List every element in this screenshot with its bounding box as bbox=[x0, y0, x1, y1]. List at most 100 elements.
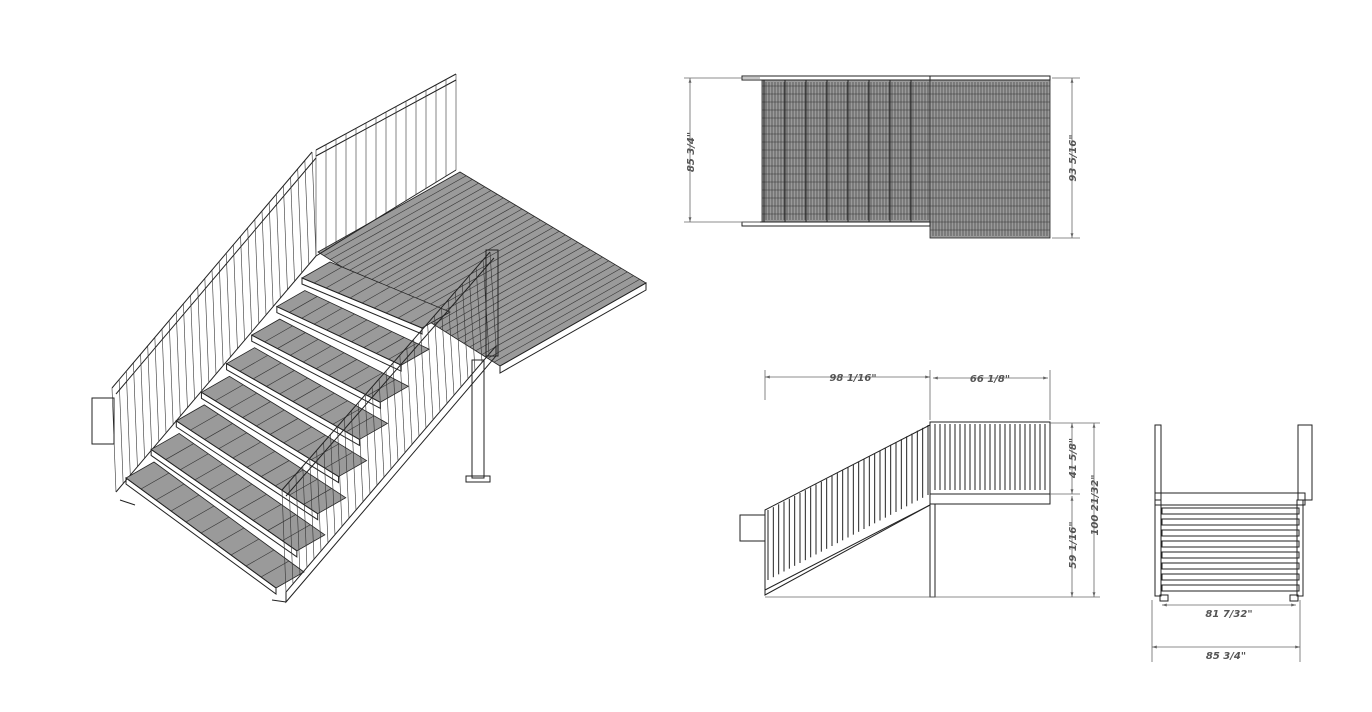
baluster bbox=[357, 402, 364, 502]
grating-bar bbox=[361, 286, 391, 304]
tread-nosing bbox=[175, 419, 319, 521]
tread-front bbox=[1161, 529, 1300, 537]
grating-bar bbox=[397, 301, 427, 319]
grating-bar bbox=[378, 208, 523, 291]
tread-front bbox=[1161, 540, 1300, 548]
tread-nosing bbox=[125, 477, 277, 595]
dim-stair-run: 98 1/16" bbox=[829, 373, 876, 384]
grating-bar bbox=[190, 413, 219, 431]
grating-bar bbox=[463, 260, 609, 344]
baluster bbox=[161, 328, 167, 434]
grating-bar bbox=[283, 426, 312, 444]
baluster bbox=[197, 286, 203, 391]
baluster bbox=[351, 410, 357, 511]
grating-bar bbox=[329, 179, 473, 260]
grating-bar bbox=[214, 384, 244, 401]
grating-bar bbox=[349, 281, 379, 299]
grating-bar bbox=[200, 516, 230, 534]
top-rail-right bbox=[741, 221, 931, 227]
dim-landing-length: 66 1/8" bbox=[970, 374, 1010, 385]
tread-front bbox=[1161, 518, 1300, 526]
baluster bbox=[344, 418, 350, 519]
grating-bar bbox=[433, 242, 578, 325]
grating-bar bbox=[245, 549, 275, 567]
grating-bar bbox=[323, 175, 467, 257]
grating-bar bbox=[289, 296, 318, 313]
baluster bbox=[140, 354, 145, 459]
grating-bar bbox=[451, 253, 597, 336]
baluster bbox=[337, 426, 343, 527]
grating-bar bbox=[341, 365, 370, 383]
grating-bar bbox=[409, 306, 439, 324]
dim-landing-height: 59 1/16" bbox=[1068, 521, 1079, 568]
baluster bbox=[118, 379, 124, 484]
grating-bar bbox=[170, 494, 200, 512]
baluster bbox=[183, 303, 188, 408]
dim-top-right: 93 5/16" bbox=[1068, 134, 1079, 181]
baluster bbox=[154, 337, 160, 442]
grating-bar bbox=[218, 432, 247, 449]
baluster bbox=[295, 474, 301, 576]
grating-bar bbox=[457, 256, 603, 340]
foot bbox=[1159, 594, 1169, 602]
grating-bar bbox=[292, 385, 322, 402]
baluster bbox=[218, 261, 224, 366]
foot bbox=[1289, 594, 1299, 602]
side-view bbox=[739, 370, 1100, 598]
baluster bbox=[133, 362, 138, 467]
grating-bar bbox=[475, 267, 622, 352]
grating-bar bbox=[402, 223, 547, 306]
baluster bbox=[281, 489, 287, 593]
rail-end-plate bbox=[91, 397, 115, 445]
baluster bbox=[330, 434, 336, 535]
grating-bar bbox=[414, 230, 560, 314]
grating-bar bbox=[373, 291, 403, 309]
grating-bar bbox=[279, 377, 308, 395]
baluster bbox=[427, 323, 434, 420]
dimension-labels: 85 3/4" 93 5/16" 98 1/16" 66 1/8" 41 5/8… bbox=[686, 132, 1253, 662]
grating-bar bbox=[260, 560, 290, 578]
baluster bbox=[168, 320, 174, 425]
landing-edge bbox=[499, 282, 647, 374]
grating-bar bbox=[140, 472, 170, 490]
tread-nosing bbox=[301, 277, 423, 335]
baluster bbox=[413, 339, 420, 437]
baluster bbox=[211, 269, 217, 375]
grating-bar bbox=[319, 400, 348, 417]
grating-bar bbox=[351, 325, 380, 342]
tread-front bbox=[1161, 562, 1300, 570]
grating-bar bbox=[246, 451, 276, 468]
grating-bar bbox=[306, 392, 335, 410]
grating-bar bbox=[228, 392, 258, 410]
landing-front bbox=[1154, 492, 1306, 506]
baluster bbox=[475, 267, 483, 363]
baluster bbox=[175, 312, 181, 417]
stringer-bottom bbox=[764, 504, 931, 591]
grating-bar bbox=[267, 514, 296, 531]
left-stringer bbox=[1154, 499, 1162, 597]
post-base-plate bbox=[465, 475, 491, 483]
baluster bbox=[385, 370, 392, 470]
grating-bar bbox=[385, 296, 415, 314]
baluster bbox=[489, 251, 497, 347]
grating-bar bbox=[336, 182, 479, 264]
grating-bar bbox=[264, 325, 293, 343]
grating-bar bbox=[493, 279, 640, 363]
grating-bar bbox=[396, 219, 541, 302]
baluster bbox=[441, 307, 448, 404]
right-rail-post bbox=[1297, 424, 1313, 501]
right-stringer bbox=[1296, 499, 1304, 597]
baluster bbox=[268, 202, 274, 307]
grating-bar bbox=[204, 423, 233, 440]
grating-bar bbox=[390, 216, 535, 298]
baluster bbox=[316, 450, 322, 552]
grating-bar bbox=[348, 190, 492, 272]
grating-bar bbox=[209, 473, 238, 491]
tread-nosing bbox=[200, 391, 340, 484]
grating-bar bbox=[367, 379, 396, 396]
baluster bbox=[288, 482, 294, 584]
baluster bbox=[364, 394, 371, 494]
baluster bbox=[302, 466, 308, 568]
grating-bar bbox=[290, 339, 319, 356]
grating-bar bbox=[275, 469, 304, 487]
